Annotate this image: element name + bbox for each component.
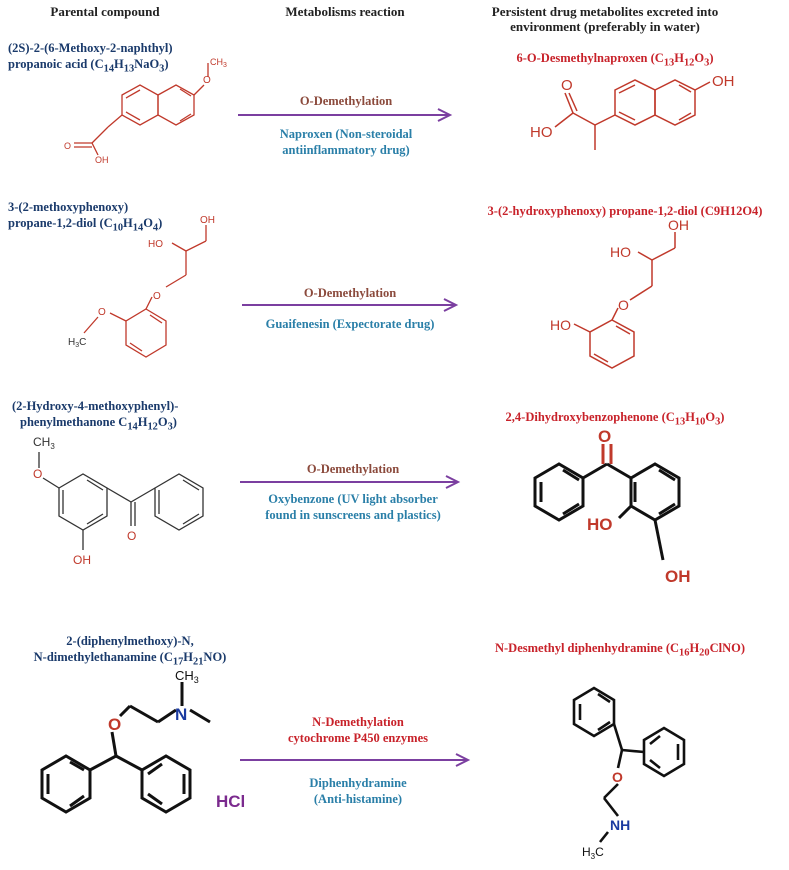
atom-ho: HO — [610, 244, 631, 260]
atom-o: O — [127, 529, 136, 543]
svg-text:H3C: H3C — [582, 845, 604, 861]
atom-o: O — [598, 427, 611, 446]
drug-name-4: Diphenhydramine(Anti-histamine) — [309, 776, 407, 806]
diphenhydramine-structure: O N CH3 — [40, 668, 211, 814]
parent-name-3: (2-Hydroxy-4-methoxyphenyl)- phenylmetha… — [12, 399, 179, 433]
hcl-label: HCl — [216, 792, 246, 811]
svg-text:CH3: CH3 — [33, 435, 55, 451]
atom-oh: OH — [712, 73, 735, 90]
reaction-3: O-Demethylation — [306, 462, 400, 476]
atom-o: O — [64, 141, 71, 151]
atom-o: O — [108, 715, 121, 734]
arrow-row-4 — [240, 753, 471, 767]
atom-ho: HO — [587, 515, 613, 534]
atom-oh: OH — [200, 215, 215, 226]
atom-oh: OH — [95, 155, 109, 165]
atom-ho: HO — [550, 317, 571, 333]
metabolite-name-2: 3-(2-hydroxyphenoxy) propane-1,2-diol (C… — [487, 204, 763, 218]
header-parent: Parental compound — [50, 4, 160, 19]
guaifenesin-structure: OH HO O O H3C — [68, 215, 215, 358]
parent-name-1: (2S)-2-(6-Methoxy-2-naphthyl) propanoic … — [8, 41, 173, 75]
parent-name-4: 2-(diphenylmethoxy)-N, N-dimethylethanam… — [33, 634, 227, 668]
dihydroxybenzophenone-structure: O HO OH — [533, 427, 691, 586]
svg-text:CH3: CH3 — [210, 57, 227, 69]
atom-ho: HO — [148, 239, 163, 250]
atom-o: O — [33, 467, 42, 481]
atom-n: N — [175, 705, 187, 724]
atom-oh: OH — [73, 553, 91, 567]
header-reaction: Metabolisms reaction — [285, 4, 405, 19]
svg-text:H3C: H3C — [68, 337, 86, 349]
desmethyl-diphenhydramine-structure: O NH H3C — [572, 686, 686, 861]
naproxen-structure: O CH3 O OH — [64, 57, 227, 165]
atom-o: O — [153, 291, 161, 302]
reaction-1: O-Demethylation — [299, 94, 393, 108]
atom-o: O — [98, 307, 106, 318]
drug-name-2: Guaifenesin (Expectorate drug) — [265, 317, 435, 331]
hydroxyphenoxy-diol-structure: OH HO O HO — [550, 217, 689, 369]
metabolite-name-4: N-Desmethyl diphenhydramine (C16H20ClNO) — [494, 641, 745, 659]
atom-oh: OH — [668, 217, 689, 233]
reaction-2: O-Demethylation — [303, 286, 397, 300]
metabolite-name-1: 6-O-Desmethylnaproxen (C13H12O3) — [516, 51, 714, 69]
atom-nh: NH — [610, 817, 630, 833]
atom-oh: OH — [665, 567, 691, 586]
svg-text:CH3: CH3 — [175, 668, 199, 685]
arrow-row-2 — [242, 298, 459, 312]
parent-name-2: 3-(2-methoxyphenoxy) propane-1,2-diol (C… — [8, 200, 163, 234]
metabolite-name-3: 2,4-Dihydroxybenzophenone (C13H10O3) — [505, 410, 725, 428]
atom-ho: HO — [530, 124, 553, 141]
atom-o: O — [618, 297, 629, 313]
atom-o: O — [561, 77, 573, 94]
desmethylnaproxen-structure: OH O HO — [530, 73, 735, 150]
oxybenzone-structure: CH3 O OH O — [33, 435, 204, 567]
header-metabolite: Persistent drug metabolites excreted int… — [491, 4, 719, 34]
arrow-row-3 — [240, 475, 461, 489]
atom-o: O — [612, 769, 623, 785]
atom-o: O — [203, 75, 211, 86]
arrow-row-1 — [238, 108, 453, 122]
